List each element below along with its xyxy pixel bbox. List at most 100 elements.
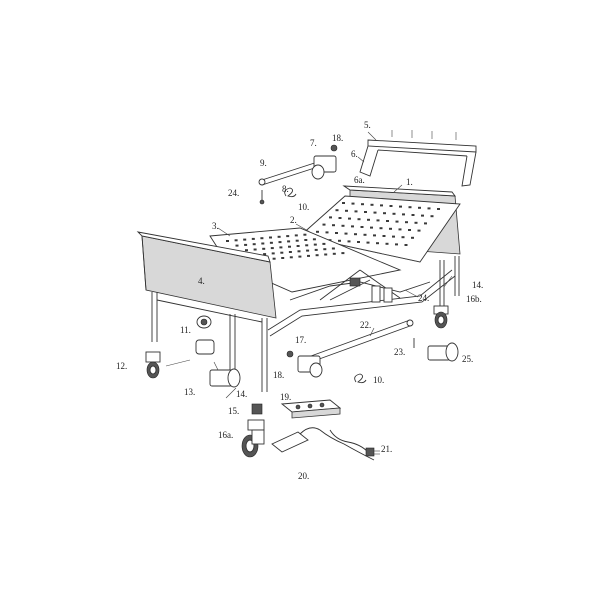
label-17: 17. — [295, 335, 307, 345]
bed-frame — [267, 256, 460, 337]
label-18-lower: 18. — [273, 370, 285, 380]
deck-hole — [389, 205, 393, 207]
deck-hole — [366, 241, 370, 244]
label-6: 6. — [351, 149, 358, 159]
caster-16a — [241, 419, 265, 458]
deck-hole — [335, 232, 338, 234]
deck-hole — [251, 237, 255, 240]
label-22: 22. — [360, 320, 372, 330]
deck-hole — [278, 241, 282, 244]
label-1: 1. — [406, 177, 413, 187]
deck-hole — [345, 209, 348, 212]
label-24-lower: 24. — [418, 293, 430, 303]
deck-hole — [245, 249, 248, 252]
deck-hole — [408, 229, 411, 231]
label-2: 2. — [290, 215, 297, 225]
deck-hole — [376, 242, 379, 245]
deck-hole — [277, 235, 281, 238]
deck-hole — [421, 214, 424, 217]
caster-left — [145, 351, 191, 379]
deck-hole — [332, 252, 336, 255]
deck-hole — [269, 241, 273, 244]
deck-hole — [341, 224, 345, 227]
deck-hole — [360, 226, 364, 228]
motor-coupling — [195, 315, 215, 355]
control-box — [280, 399, 342, 419]
center-motor — [286, 350, 323, 378]
deck-hole — [402, 213, 405, 216]
deck-hole — [354, 233, 357, 236]
deck-hole — [392, 235, 395, 238]
deck-hole — [395, 243, 398, 246]
deck-hole — [280, 251, 284, 254]
caster-right — [433, 305, 449, 329]
deck-hole — [342, 202, 345, 204]
deck-hole — [322, 242, 326, 245]
hand-pendant — [271, 427, 375, 461]
deck-hole — [287, 240, 291, 243]
deck-hole — [313, 243, 317, 246]
deck-hole — [399, 205, 402, 208]
deck-hole — [234, 239, 238, 242]
deck-hole — [263, 253, 267, 256]
deck-hole — [405, 221, 408, 224]
deck-hole — [351, 225, 354, 228]
deck-hole — [312, 238, 316, 241]
deck-hole — [314, 248, 318, 251]
label-23: 23. — [394, 347, 406, 357]
label-21: 21. — [381, 444, 393, 454]
deck-hole — [324, 253, 328, 256]
deck-hole — [288, 245, 291, 248]
deck-hole — [348, 217, 351, 220]
deck-hole — [411, 236, 414, 239]
deck-hole — [288, 251, 292, 253]
deck-hole — [244, 243, 248, 246]
right-motor — [413, 338, 459, 362]
deck-hole — [351, 202, 355, 205]
label-19: 19. — [280, 392, 292, 402]
foot-motor — [209, 361, 241, 388]
head-deck-section — [299, 195, 461, 263]
deck-hole — [363, 233, 367, 236]
foot-end-legs — [151, 292, 268, 392]
deck-hole — [235, 244, 239, 247]
deck-hole — [295, 239, 299, 242]
deck-hole — [373, 234, 376, 237]
deck-hole — [325, 231, 329, 234]
deck-hole — [260, 237, 264, 240]
deck-hole — [243, 238, 247, 241]
deck-holes-head — [309, 202, 440, 246]
caster-socket — [251, 403, 263, 415]
deck-hole — [424, 222, 427, 225]
label-8: 8. — [282, 184, 289, 194]
deck-hole — [401, 236, 405, 239]
deck-hole — [379, 227, 383, 230]
label-13: 13. — [184, 387, 196, 397]
deck-hole — [341, 252, 345, 255]
deck-hole — [408, 206, 412, 209]
deck-hole — [270, 247, 274, 250]
deck-hole — [289, 256, 293, 259]
deck-hole — [382, 235, 386, 237]
deck-hole — [373, 211, 377, 214]
deck-hole — [376, 219, 380, 222]
head-motor — [311, 144, 338, 180]
deck-hole — [226, 240, 229, 242]
deck-hole — [370, 203, 374, 206]
deck-hole — [261, 242, 265, 245]
deck-hole — [322, 223, 326, 226]
deck-hole — [305, 244, 309, 247]
label-20: 20. — [298, 471, 310, 481]
deck-hole — [414, 221, 418, 224]
deck-hole — [392, 212, 396, 215]
deck-hole — [411, 214, 415, 216]
deck-hole — [269, 236, 272, 239]
label-16a: 16a. — [218, 430, 234, 440]
deck-hole — [331, 247, 335, 250]
deck-hole — [361, 203, 364, 206]
deck-hole — [281, 257, 285, 259]
label-9: 9. — [260, 158, 267, 168]
bolt-24 — [259, 190, 265, 205]
deck-hole — [307, 254, 310, 257]
